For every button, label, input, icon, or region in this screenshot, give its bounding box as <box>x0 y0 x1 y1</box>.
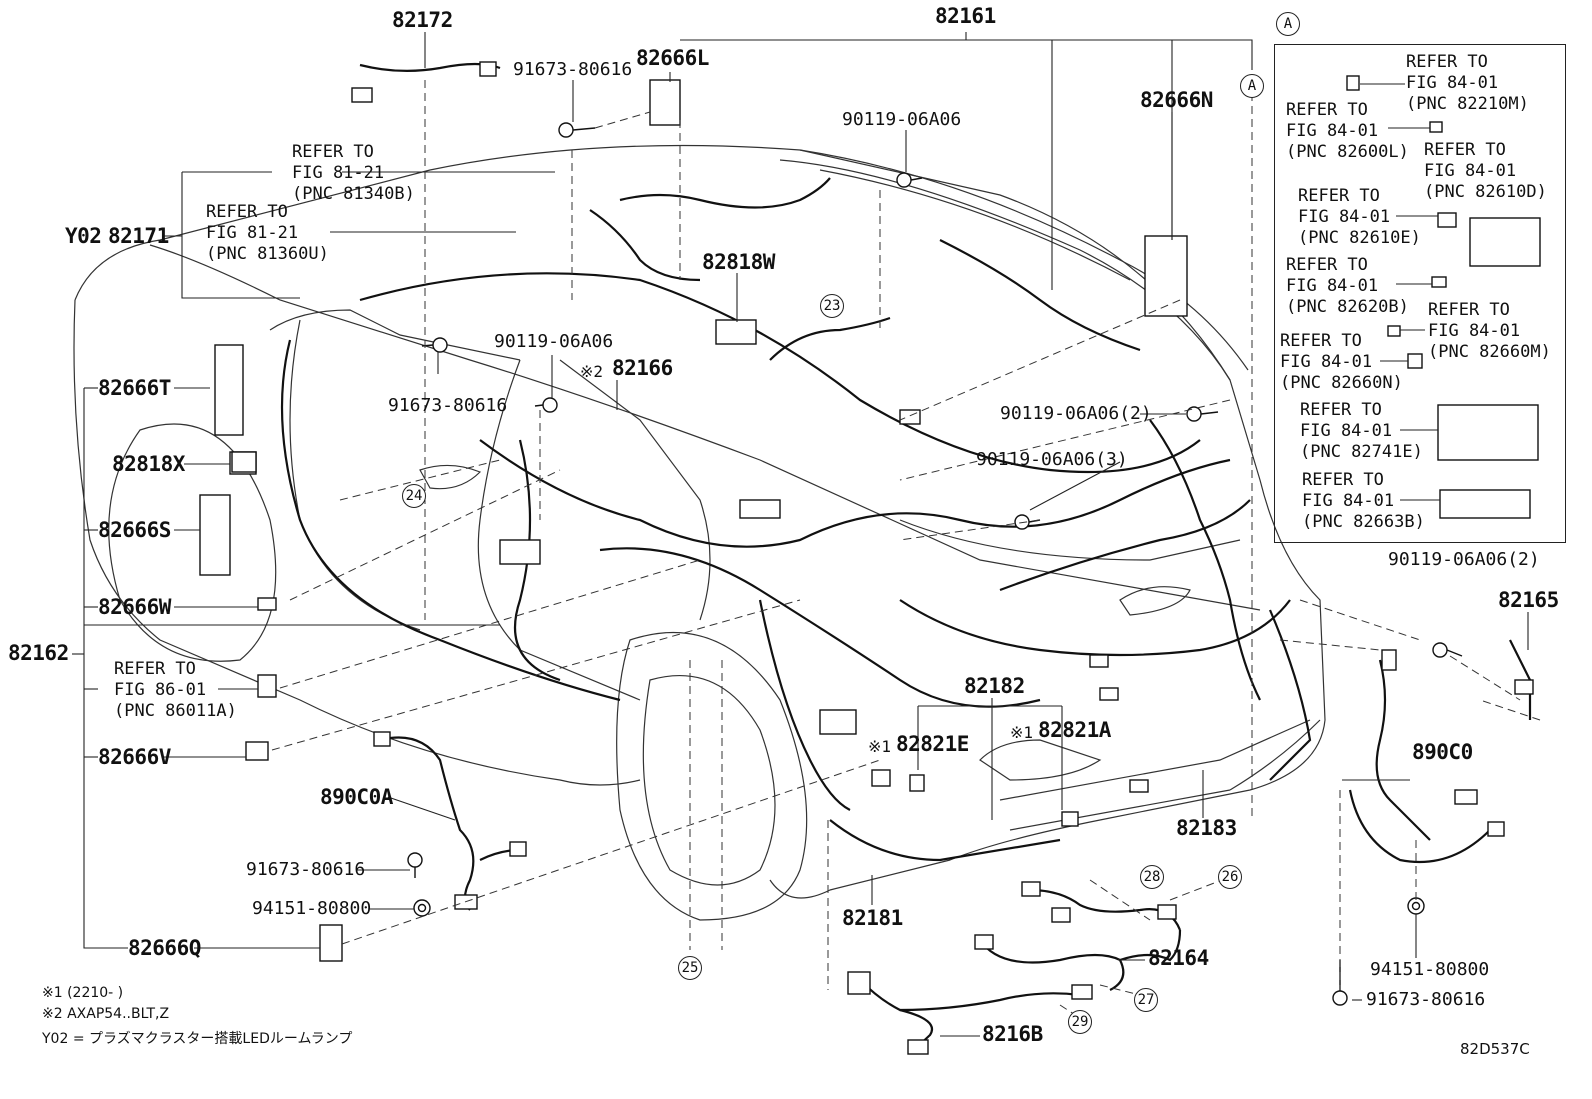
inset-refer-82663B: REFER TO FIG 84-01 (PNC 82663B) <box>1302 470 1425 532</box>
part-82161: 82161 <box>935 4 996 28</box>
bolt-label-3: 91673-80616 <box>388 395 508 416</box>
part-82666N: 82666N <box>1140 88 1213 112</box>
bolt-label-6: 90119-06A06(3) <box>976 449 1128 470</box>
footnote-2: ※2 AXAP54..BLT,Z <box>42 1006 170 1022</box>
callout-25: 25 <box>678 956 702 980</box>
bolt-label-10: 94151-80800 <box>1370 959 1490 980</box>
bolt-label-5: 90119-06A06(2) <box>1000 403 1152 424</box>
part-82166: 82166 <box>612 356 673 380</box>
inset-refer-82741E: REFER TO FIG 84-01 (PNC 82741E) <box>1300 400 1423 462</box>
callout-28: 28 <box>1140 865 1164 889</box>
bolt-label-1: 91673-80616 <box>513 59 633 80</box>
part-82666L: 82666L <box>636 46 709 70</box>
refer-to-86011A: REFER TO FIG 86-01 (PNC 86011A) <box>114 659 237 721</box>
inset-panel <box>1274 44 1566 543</box>
part-82165: 82165 <box>1498 588 1559 612</box>
part-y02-code: Y02 <box>65 224 102 248</box>
bolts <box>407 122 1463 1006</box>
inset-refer-82660N: REFER TO FIG 84-01 (PNC 82660N) <box>1280 331 1403 393</box>
bolt-label-9: 90119-06A06(2) <box>1388 549 1540 570</box>
bolt-label-7: 91673-80616 <box>246 859 366 880</box>
inset-marker-harness: A <box>1240 74 1264 98</box>
part-82171: 82171 <box>108 224 169 248</box>
callout-29: 29 <box>1068 1010 1092 1034</box>
inset-refer-82620B: REFER TO FIG 84-01 (PNC 82620B) <box>1286 255 1409 317</box>
callout-26: 26 <box>1218 865 1242 889</box>
part-82821E-note-mark: ※1 <box>868 737 892 756</box>
part-82818W: 82818W <box>702 250 775 274</box>
inset-refer-82660M: REFER TO FIG 84-01 (PNC 82660M) <box>1428 300 1551 362</box>
footnote-y02: Y02 = プラズマクラスター搭載LEDルームランプ <box>42 1031 353 1047</box>
bolt-label-2: 90119-06A06 <box>842 109 962 130</box>
inset-refer-82610E: REFER TO FIG 84-01 (PNC 82610E) <box>1298 186 1421 248</box>
part-82183: 82183 <box>1176 816 1237 840</box>
part-8216B: 8216B <box>982 1022 1043 1046</box>
inset-refer-82610D: REFER TO FIG 84-01 (PNC 82610D) <box>1424 140 1547 202</box>
vehicle-body-outline <box>73 144 1326 899</box>
part-82666Q: 82666Q <box>128 936 201 960</box>
part-82181: 82181 <box>842 906 903 930</box>
part-890C0: 890C0 <box>1412 740 1473 764</box>
callout-27: 27 <box>1134 988 1158 1012</box>
dashed-lines <box>271 80 1541 1019</box>
inset-refer-82600L: REFER TO FIG 84-01 (PNC 82600L) <box>1286 100 1409 162</box>
refer-to-81360U: REFER TO FIG 81-21 (PNC 81360U) <box>206 202 329 264</box>
callout-23: 23 <box>820 294 844 318</box>
part-82166-note-mark: ※2 <box>580 362 604 381</box>
part-82821A: 82821A <box>1038 718 1111 742</box>
wire-harness <box>280 62 1532 1051</box>
part-82666W: 82666W <box>98 595 171 619</box>
footnote-1: ※1 (2210- ) <box>42 985 124 1001</box>
part-82821E: 82821E <box>896 732 969 756</box>
part-82172: 82172 <box>392 8 453 32</box>
part-82818X: 82818X <box>112 452 185 476</box>
callout-24: 24 <box>402 484 426 508</box>
part-82162: 82162 <box>8 641 69 665</box>
part-82666S: 82666S <box>98 518 171 542</box>
part-82666T: 82666T <box>98 376 171 400</box>
inset-marker-top: A <box>1276 12 1300 36</box>
bolt-label-4: 90119-06A06 <box>494 331 614 352</box>
leader-lines <box>72 32 1529 1037</box>
bolt-label-8: 94151-80800 <box>252 898 372 919</box>
part-890C0A: 890C0A <box>320 785 393 809</box>
inset-refer-82210M: REFER TO FIG 84-01 (PNC 82210M) <box>1406 52 1529 114</box>
diagram-code: 82D537C <box>1460 1040 1530 1058</box>
part-82182: 82182 <box>964 674 1025 698</box>
bolt-label-11: 91673-80616 <box>1366 989 1486 1010</box>
part-82164: 82164 <box>1148 946 1209 970</box>
part-82821A-note-mark: ※1 <box>1010 723 1034 742</box>
refer-to-81340B: REFER TO FIG 81-21 (PNC 81340B) <box>292 142 415 204</box>
part-82666V: 82666V <box>98 745 171 769</box>
